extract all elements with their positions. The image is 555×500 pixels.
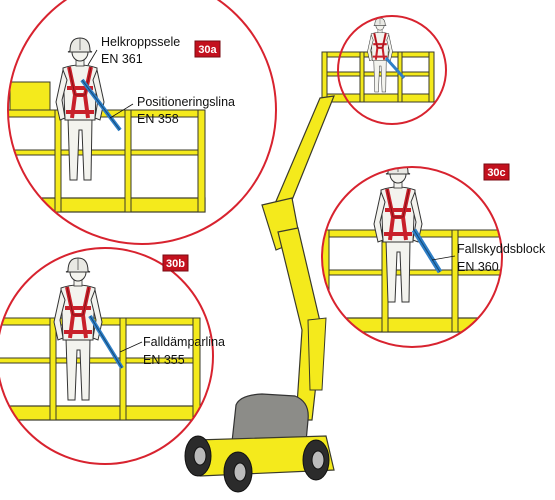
callout-badge	[483, 163, 510, 181]
label-line: EN 360	[457, 260, 499, 274]
callout-30a: Helkroppssele EN 361 Positioneringslina …	[7, 0, 277, 245]
callout-top-platform	[337, 15, 447, 125]
top-platform	[321, 17, 435, 103]
label-line: Positioneringslina	[137, 95, 235, 109]
callout-30b: Falldämparlina EN 355 30b	[0, 247, 225, 465]
label-line: Falldämparlina	[143, 335, 225, 349]
leader-line	[87, 49, 98, 66]
badge-label: 30b	[166, 258, 185, 270]
label-line: EN 358	[137, 112, 179, 126]
leader-line	[109, 103, 134, 119]
callout-badge	[194, 40, 221, 58]
badge-label: 30c	[487, 167, 505, 179]
label-line: Fallskyddsblock	[457, 242, 546, 256]
leader-line	[119, 341, 143, 353]
label-line: Helkroppssele	[101, 35, 180, 49]
label-line: EN 355	[143, 353, 185, 367]
label-line: EN 361	[101, 52, 143, 66]
leader-line	[431, 255, 456, 261]
callout-badge	[162, 254, 189, 272]
badge-label: 30a	[198, 44, 217, 56]
boom-lift-machine	[184, 17, 435, 493]
callout-30c: Fallskyddsblock EN 360 30c	[321, 163, 546, 348]
